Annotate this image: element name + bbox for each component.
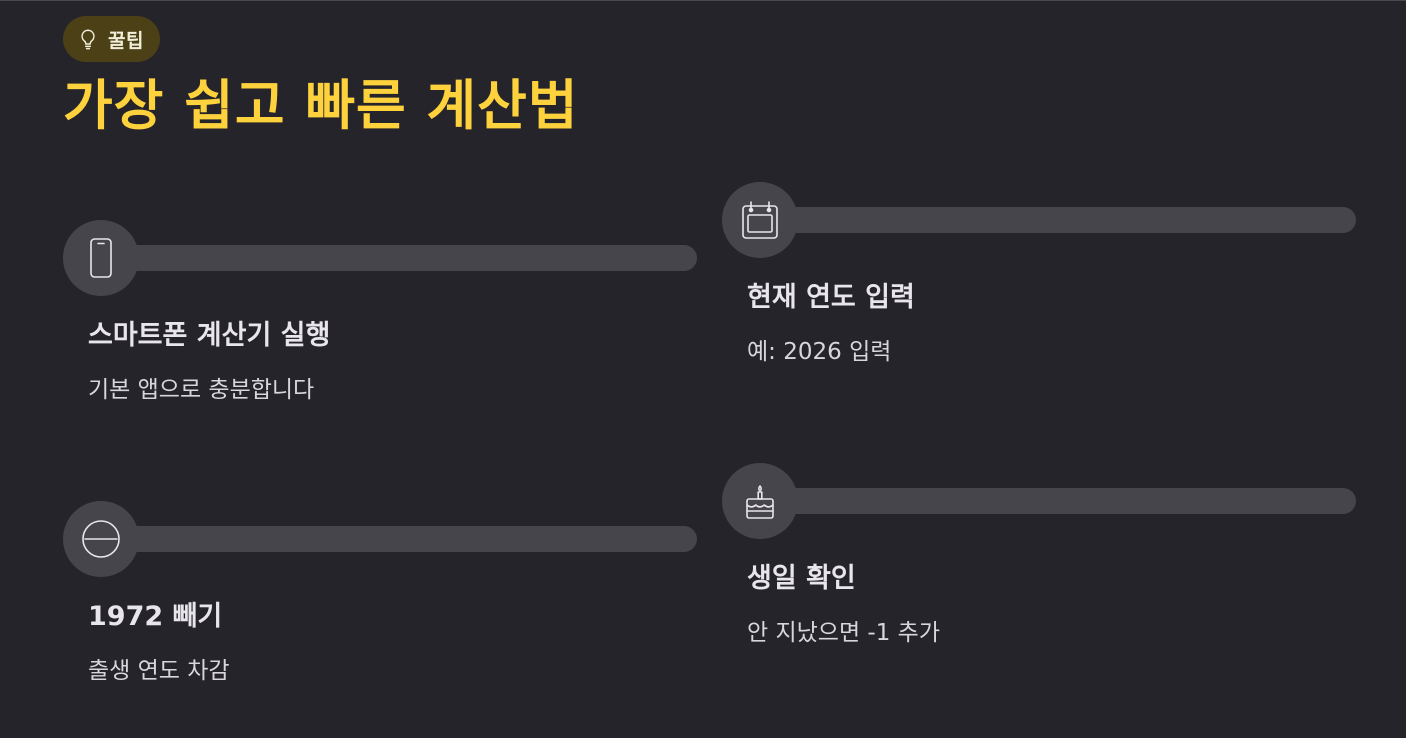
tip-badge-label: 꿀팁 xyxy=(108,29,144,52)
step-smartphone-calculator: 스마트폰 계산기 실행 기본 앱으로 충분합니다 xyxy=(63,220,697,420)
step-track xyxy=(722,463,1356,539)
step-icon-circle xyxy=(722,463,798,539)
step-title: 현재 연도 입력 xyxy=(747,282,915,313)
top-divider xyxy=(0,0,1406,1)
minus-circle-icon xyxy=(82,520,120,558)
step-description: 출생 연도 차감 xyxy=(88,658,230,684)
step-current-year: 현재 연도 입력 예: 2026 입력 xyxy=(722,182,1356,382)
step-bar xyxy=(93,245,697,271)
step-track xyxy=(63,501,697,577)
step-birthday-check: 생일 확인 안 지났으면 -1 추가 xyxy=(722,463,1356,663)
step-subtract-year: 1972 빼기 출생 연도 차감 xyxy=(63,501,697,701)
smartphone-icon xyxy=(90,238,112,278)
tip-badge: 꿀팁 xyxy=(63,16,160,62)
step-description: 기본 앱으로 충분합니다 xyxy=(88,377,315,403)
step-description: 안 지났으면 -1 추가 xyxy=(747,620,940,646)
step-icon-circle xyxy=(722,182,798,258)
step-bar xyxy=(752,207,1356,233)
birthday-cake-icon xyxy=(746,485,774,519)
step-title: 스마트폰 계산기 실행 xyxy=(88,320,331,351)
step-title: 1972 빼기 xyxy=(88,601,223,632)
step-bar xyxy=(752,488,1356,514)
lightbulb-icon xyxy=(81,29,95,50)
step-track xyxy=(63,220,697,296)
step-title: 생일 확인 xyxy=(747,563,856,594)
step-description: 예: 2026 입력 xyxy=(747,339,892,365)
step-bar xyxy=(93,526,697,552)
step-icon-circle xyxy=(63,220,139,296)
page-title: 가장 쉽고 빠른 계산법 xyxy=(63,74,579,137)
step-icon-circle xyxy=(63,501,139,577)
calendar-icon xyxy=(742,201,778,239)
step-track xyxy=(722,182,1356,258)
